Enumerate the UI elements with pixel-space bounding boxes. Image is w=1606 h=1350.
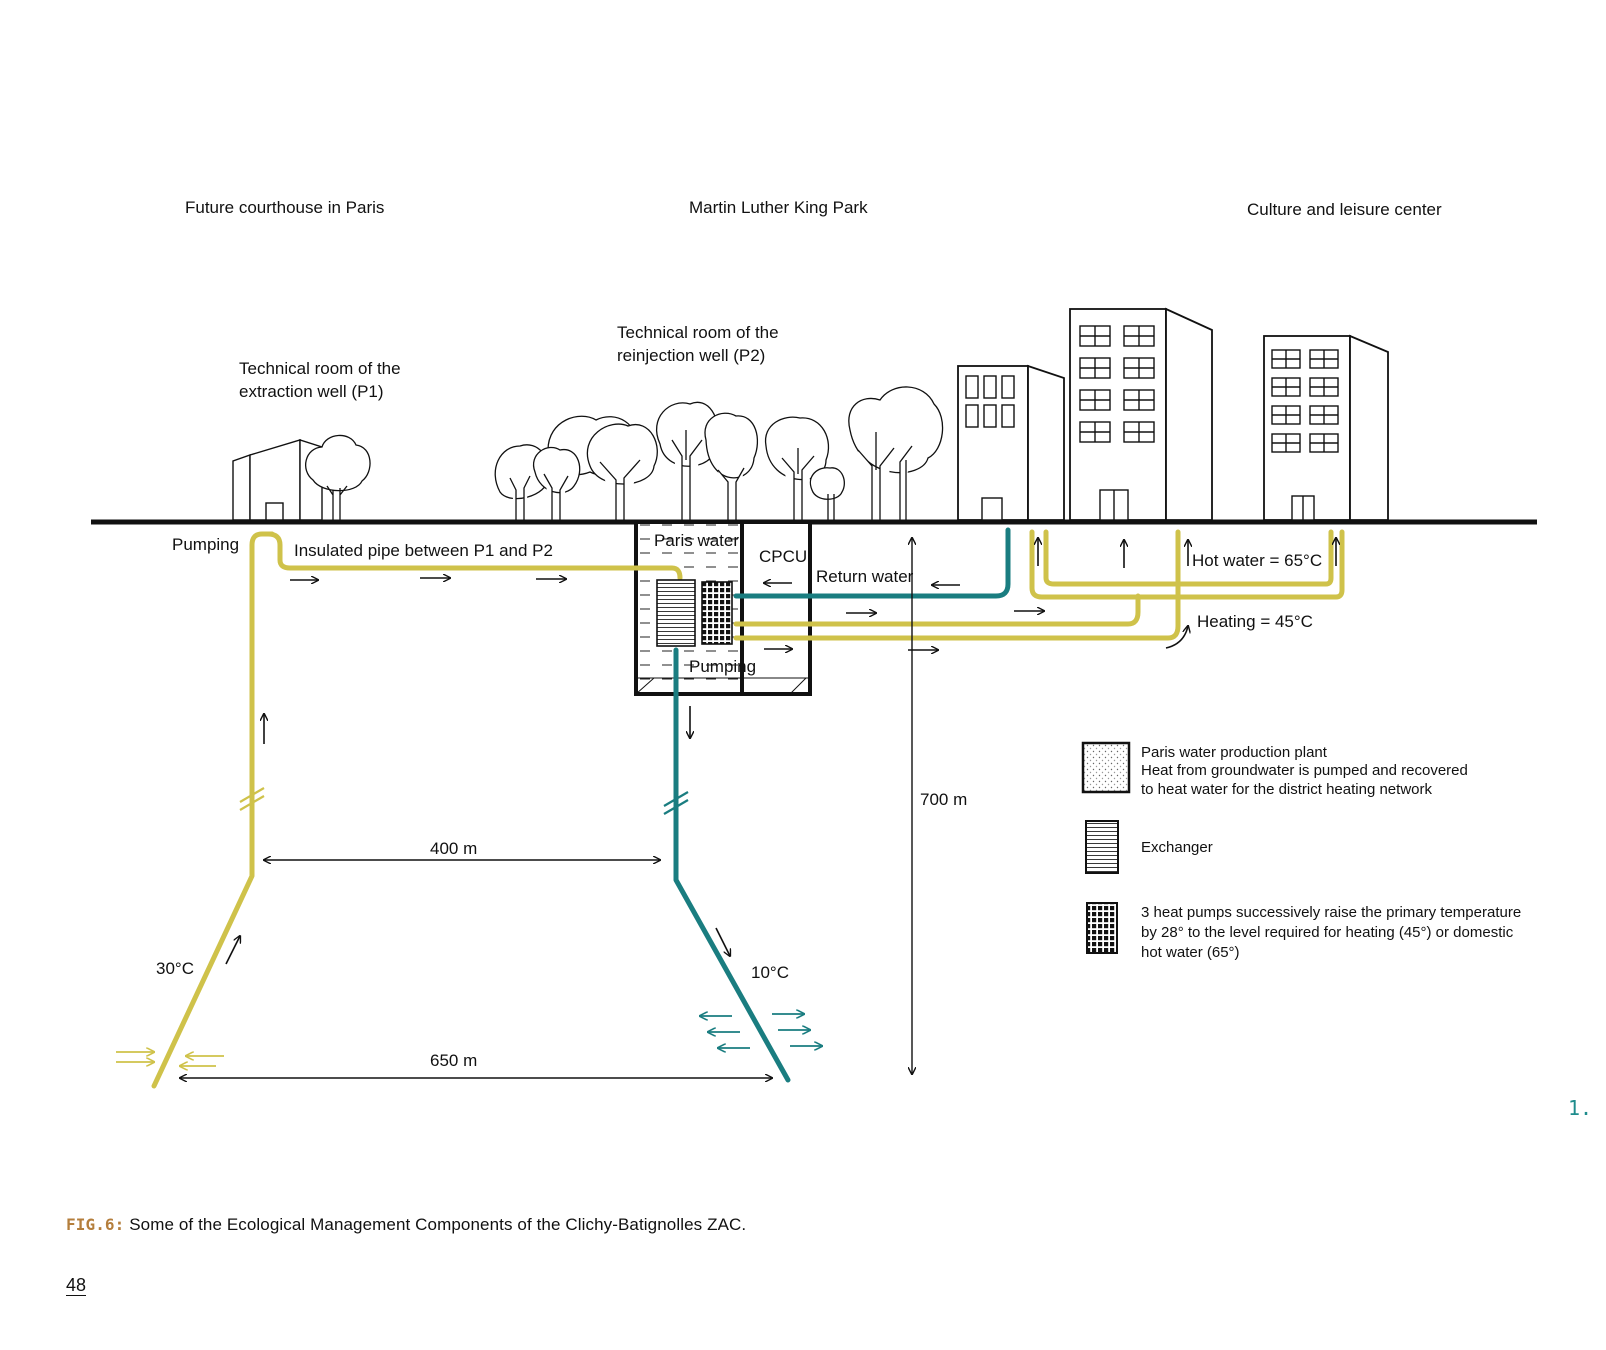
legend-heat-pump-swatch [1086, 902, 1118, 954]
building-small [957, 364, 1065, 521]
caption-text: Some of the Ecological Management Compon… [124, 1215, 747, 1234]
p1-technical-room [232, 439, 323, 521]
park-trees [494, 386, 944, 520]
label-temp-30: 30°C [156, 959, 194, 978]
pipe-breaks-teal [663, 791, 689, 815]
legend-heat-pump-line2: by 28° to the level required for heating… [1141, 924, 1514, 941]
label-p2-line1: Technical room of the [617, 323, 779, 342]
label-pumping-top: Pumping [172, 535, 239, 554]
dimension-lines [180, 538, 912, 1078]
label-depth: 700 m [920, 790, 967, 809]
figure-caption: FIG.6: Some of the Ecological Management… [66, 1215, 746, 1235]
legend-plant-line3: to heat water for the district heating n… [1141, 781, 1432, 798]
legend-plant-line2: Heat from groundwater is pumped and reco… [1141, 762, 1468, 779]
teal-pipes [673, 527, 1011, 1083]
heading-courthouse: Future courthouse in Paris [185, 198, 384, 217]
label-paris-water: Paris water [654, 531, 739, 550]
legend-heat-pump-line3: hot water (65°) [1141, 944, 1240, 961]
label-distance-650: 650 m [430, 1051, 477, 1070]
teal-water-arrows [700, 1014, 822, 1048]
label-p1-line2: extraction well (P1) [239, 382, 384, 401]
heading-park: Martin Luther King Park [689, 198, 868, 217]
building-culture [1263, 334, 1389, 521]
label-pumping-bottom: Pumping [689, 657, 756, 676]
flow-arrows [225, 538, 1336, 965]
page-number: 48 [66, 1275, 87, 1296]
side-number: 1. [1568, 1096, 1593, 1120]
label-insulated-pipe: Insulated pipe between P1 and P2 [294, 541, 553, 560]
label-hot-water: Hot water = 65°C [1192, 551, 1322, 570]
yellow-water-arrows [116, 1052, 224, 1066]
legend-heat-pump-line1: 3 heat pumps successively raise the prim… [1141, 904, 1521, 921]
label-heating: Heating = 45°C [1197, 612, 1313, 631]
p1-tree [305, 434, 371, 520]
legend-plant-line1: Paris water production plant [1141, 744, 1328, 761]
label-p1-line1: Technical room of the [239, 359, 401, 378]
label-return-water: Return water [816, 567, 914, 586]
heading-culture: Culture and leisure center [1247, 200, 1442, 219]
label-distance-400: 400 m [430, 839, 477, 858]
legend-exchanger-label: Exchanger [1141, 839, 1213, 856]
yellow-pipes [151, 529, 1345, 1089]
label-temp-10: 10°C [751, 963, 789, 982]
legend-plant-swatch [1081, 741, 1131, 794]
caption-tag: FIG.6: [66, 1215, 125, 1234]
heat-pump-symbol [701, 581, 733, 645]
legend: Paris water production plant Heat from g… [1081, 741, 1521, 961]
exchanger-symbol [656, 579, 696, 647]
label-cpcu: CPCU [759, 547, 807, 566]
building-tall [1069, 307, 1213, 521]
legend-exchanger-swatch [1085, 820, 1119, 874]
label-p2-line2: reinjection well (P2) [617, 346, 765, 365]
pipe-breaks [239, 787, 265, 811]
